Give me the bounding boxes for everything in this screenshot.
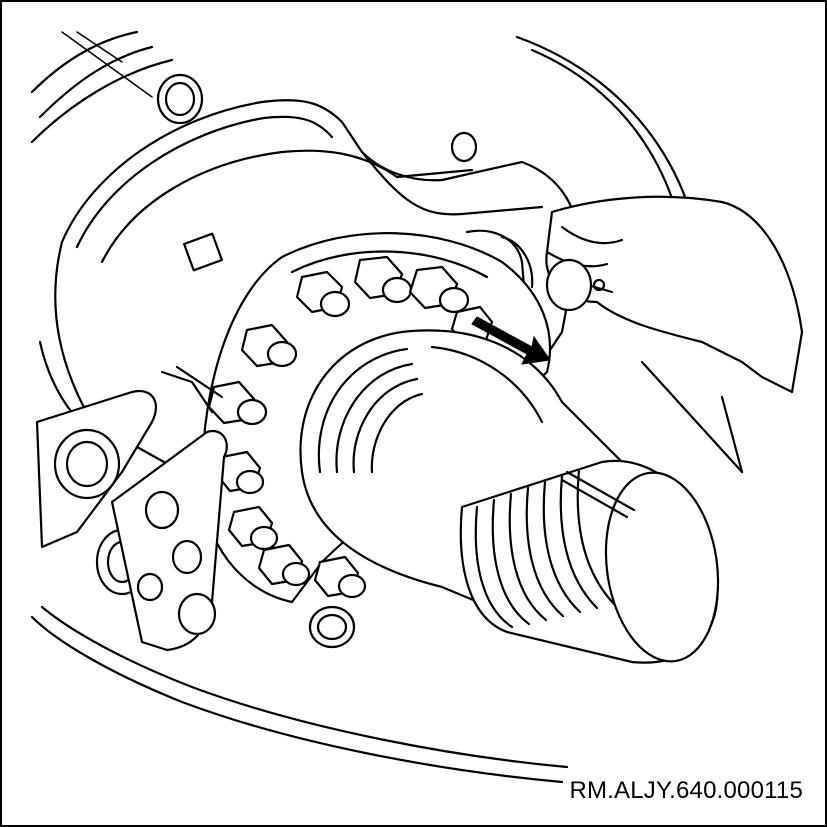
hand [545, 195, 804, 474]
bolt [353, 255, 413, 304]
plate-holes [156, 73, 478, 649]
bolt [227, 505, 279, 551]
reference-code: RM.ALJY.640.000115 [569, 777, 803, 804]
bolt [257, 543, 311, 587]
threaded-end [459, 459, 720, 664]
bolt [207, 380, 268, 426]
caliper-bracket [35, 365, 228, 652]
bolt [408, 265, 470, 314]
bolt [295, 270, 351, 318]
bolt [313, 555, 367, 599]
bolt [215, 450, 265, 495]
direction-arrow [471, 316, 551, 365]
bolt [240, 323, 298, 368]
